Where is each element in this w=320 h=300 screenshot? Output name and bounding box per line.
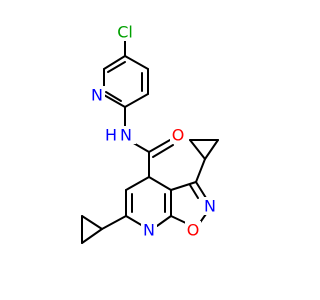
structure-drawing: Cl N H N O N O [81, 23, 219, 244]
bond [189, 139, 206, 160]
bond [125, 176, 150, 191]
bond [156, 215, 172, 227]
bond [81, 228, 103, 244]
atom-n-amide: H N [104, 126, 136, 145]
atom-o-carbonyl: O [170, 126, 186, 145]
atom-n-pyridine-fused: N [141, 221, 157, 240]
bond [105, 91, 122, 102]
atom-label-n-amide: N [120, 126, 132, 145]
atom-label-o-isoxazole: O [187, 221, 200, 240]
atom-labels-layer: Cl N H N O N O [89, 23, 218, 240]
bond [124, 93, 149, 108]
bond [189, 184, 199, 199]
bond [195, 181, 207, 199]
bond [103, 94, 126, 108]
bond [101, 215, 127, 230]
bond [103, 55, 126, 70]
atom-o-isoxazole: O [185, 221, 201, 240]
molecule-diagram: Cl N H N O N O [81, 23, 219, 244]
atom-n-pyridine: N [89, 86, 105, 105]
bond [107, 61, 126, 73]
atom-label-cl: Cl [117, 23, 133, 42]
bond [204, 139, 219, 160]
bond [170, 181, 197, 191]
bond [148, 139, 171, 153]
atom-label-n-pyridine: N [91, 86, 103, 105]
atom-label-n-pyridine-fused: N [143, 221, 155, 240]
bond [125, 215, 144, 227]
atom-cl: Cl [113, 23, 139, 42]
bond [124, 55, 149, 70]
bond [195, 158, 206, 183]
atom-label-o-carbonyl: O [172, 126, 185, 145]
bonds-layer [81, 39, 219, 244]
atom-label-h-amide: H [105, 126, 117, 145]
bond [152, 144, 174, 158]
bond [81, 215, 103, 230]
atom-n-isoxazole: N [202, 197, 218, 216]
bond [148, 176, 172, 191]
atom-label-n-isoxazole: N [204, 197, 216, 216]
